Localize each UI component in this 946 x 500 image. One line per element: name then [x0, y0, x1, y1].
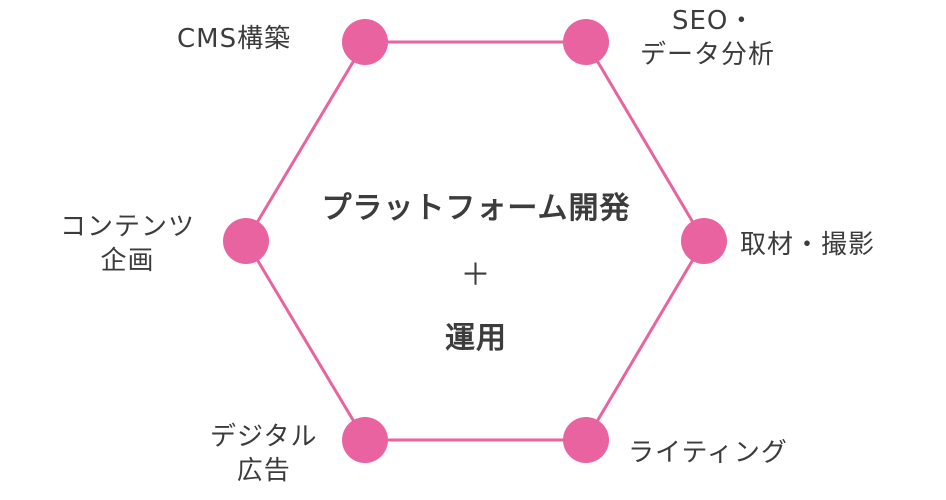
- label-interview: 取材・撮影: [740, 228, 875, 262]
- label-writing-text: ライティング: [628, 438, 788, 468]
- hexagon-outline: [244, 40, 706, 442]
- label-cms-text: CMS構築: [177, 24, 292, 54]
- label-seo-line2: データ分析: [640, 40, 776, 70]
- label-seo-line1: SEO・: [672, 6, 756, 36]
- label-interview-text: 取材・撮影: [740, 230, 876, 260]
- center-plus: ＋: [460, 258, 492, 293]
- label-content-line1: コンテンツ: [60, 212, 196, 242]
- label-cms: CMS構築: [177, 22, 291, 56]
- label-seo: SEO・ データ分析: [640, 4, 775, 72]
- node-seo: [563, 19, 609, 65]
- label-writing: ライティング: [628, 436, 788, 470]
- label-ads-line2: 広告: [236, 456, 291, 486]
- label-content-line2: 企画: [100, 246, 155, 276]
- node-cms: [342, 19, 388, 65]
- label-ads-line1: デジタル: [210, 422, 318, 452]
- node-ads: [342, 417, 388, 463]
- node-content: [223, 218, 269, 264]
- node-interview: [681, 218, 727, 264]
- center-operation: 運用: [445, 321, 507, 356]
- center-title: プラットフォーム開発: [321, 191, 631, 226]
- label-ads: デジタル 広告: [210, 420, 317, 488]
- node-writing: [563, 417, 609, 463]
- label-content: コンテンツ 企画: [60, 210, 195, 278]
